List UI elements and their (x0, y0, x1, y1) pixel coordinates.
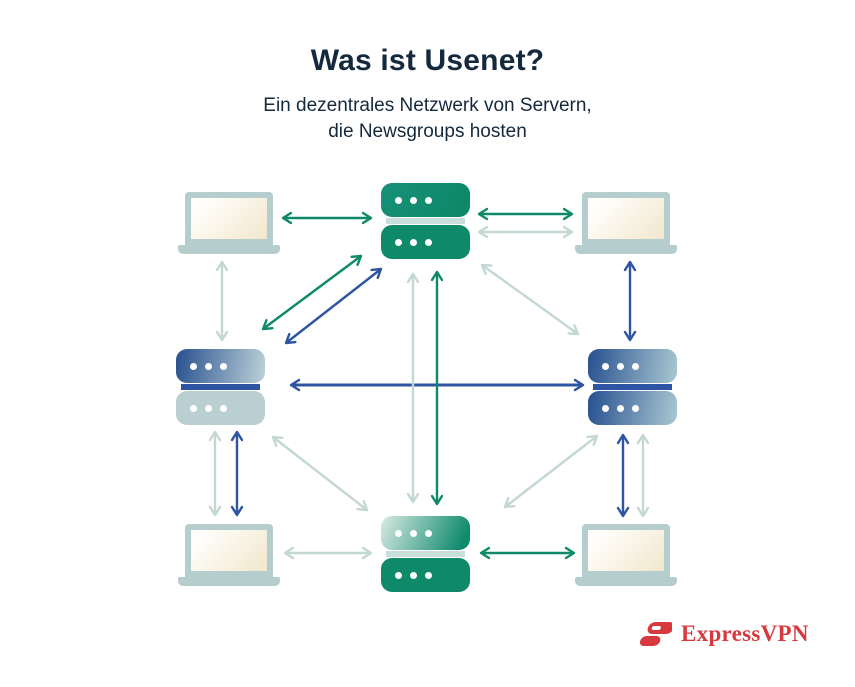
edge-bottom-server--right-server (503, 434, 599, 509)
laptop-base (575, 245, 677, 254)
server-band (593, 384, 672, 390)
laptop-screen (185, 192, 273, 245)
server-led-dot (425, 529, 432, 537)
server-unit (176, 349, 265, 383)
server-led-dot (425, 196, 432, 204)
server-led-dot (425, 571, 432, 579)
server-led-dot (395, 529, 402, 537)
edge-left-server--top-server-green (261, 254, 363, 331)
server-middle-right (588, 349, 677, 425)
laptop-screen (582, 524, 670, 577)
page-subtitle: Ein dezentrales Netzwerk von Servern, di… (0, 93, 855, 145)
laptop-screen (582, 192, 670, 245)
server-led-dot (205, 404, 212, 412)
server-led-dot (632, 362, 639, 370)
server-led-dot (190, 404, 197, 412)
laptop-base (575, 577, 677, 586)
laptop-top-right (575, 192, 677, 254)
server-led-dot (395, 571, 402, 579)
server-led-dot (220, 362, 227, 370)
server-led-dot (632, 404, 639, 412)
server-unit (176, 391, 265, 425)
server-bottom-center (381, 516, 470, 592)
server-top-center (381, 183, 470, 259)
edge-top-server--right-server (480, 263, 580, 336)
server-led-dot (190, 362, 197, 370)
server-led-dot (220, 404, 227, 412)
server-led-dot (410, 196, 417, 204)
server-band (386, 218, 465, 224)
server-led-dot (410, 529, 417, 537)
server-band (386, 551, 465, 557)
laptop-bottom-left (178, 524, 280, 586)
server-led-dot (425, 238, 432, 246)
server-unit (588, 391, 677, 425)
server-led-dot (410, 571, 417, 579)
laptop-base (178, 245, 280, 254)
laptop-bottom-right (575, 524, 677, 586)
server-led-dot (205, 362, 212, 370)
server-unit (381, 516, 470, 550)
server-led-dot (602, 404, 609, 412)
edge-left-server--bottom-server (271, 435, 369, 512)
subtitle-line-1: Ein dezentrales Netzwerk von Servern, (263, 95, 592, 116)
server-middle-left (176, 349, 265, 425)
laptop-base (178, 577, 280, 586)
server-unit (588, 349, 677, 383)
laptop-top-left (178, 192, 280, 254)
expressvpn-logo-text: ExpressVPN (681, 621, 809, 646)
server-led-dot (395, 238, 402, 246)
server-unit (381, 225, 470, 259)
server-led-dot (602, 362, 609, 370)
page-title: Was ist Usenet? (310, 44, 545, 77)
laptop-screen (185, 524, 273, 577)
server-unit (381, 558, 470, 592)
server-led-dot (395, 196, 402, 204)
server-band (181, 384, 260, 390)
server-led-dot (410, 238, 417, 246)
server-led-dot (617, 404, 624, 412)
server-led-dot (617, 362, 624, 370)
expressvpn-logo: ExpressVPN (635, 617, 809, 651)
edge-left-server--top-server-blue (284, 267, 383, 345)
server-unit (381, 183, 470, 217)
subtitle-line-2: die Newsgroups hosten (328, 121, 527, 142)
expressvpn-logo-icon (639, 622, 672, 646)
